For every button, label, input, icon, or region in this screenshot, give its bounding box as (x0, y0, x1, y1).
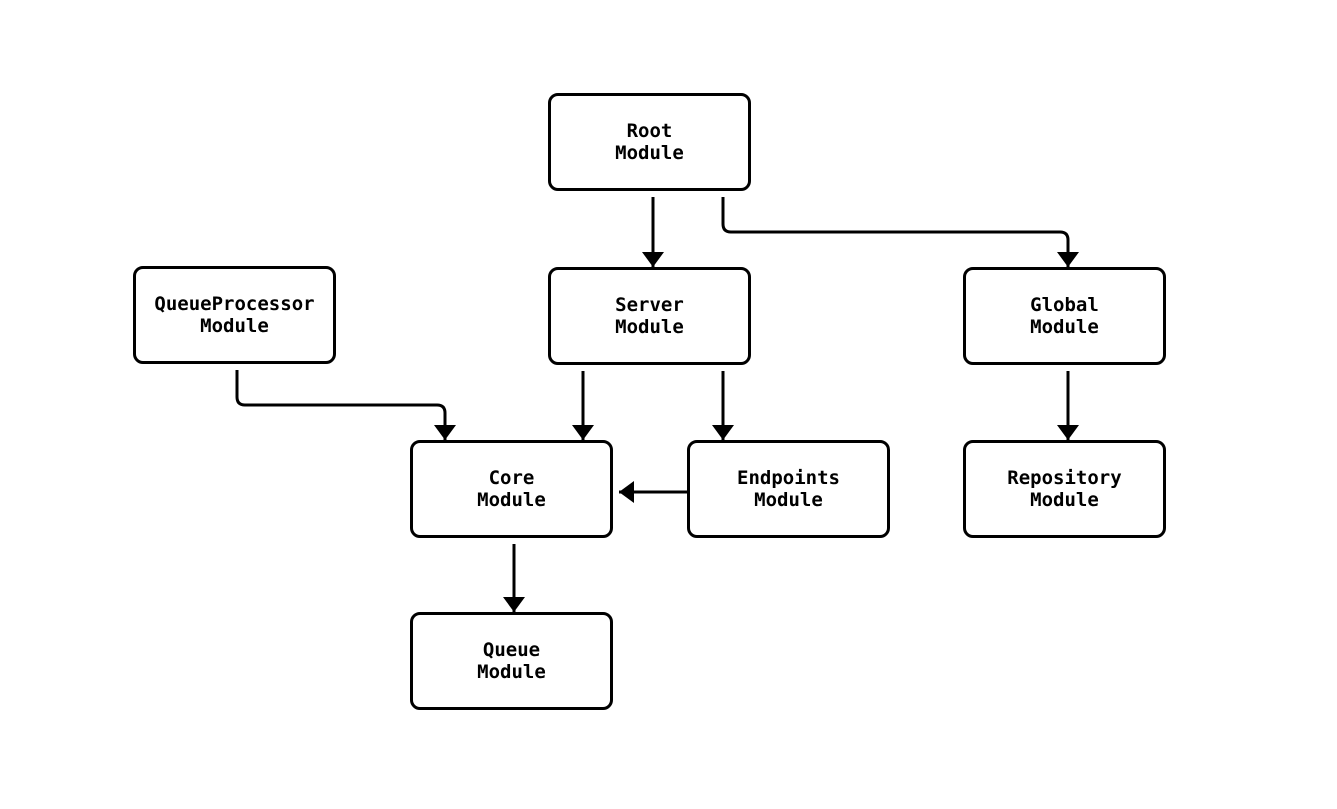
node-global-module-label-line2: Module (1030, 316, 1099, 338)
node-queueprocessor-module-label-line1: QueueProcessor (154, 293, 315, 315)
node-global-module-label-line1: Global (1030, 294, 1099, 316)
node-global-module: Global Module (963, 267, 1166, 365)
edge-root-to-global (721, 197, 1079, 267)
node-queue-module-label-line1: Queue (482, 639, 541, 661)
node-core-module-label-line2: Module (477, 489, 546, 511)
node-server-module: Server Module (548, 267, 751, 365)
node-endpoints-module-label-line2: Module (754, 489, 823, 511)
node-queueprocessor-module: QueueProcessor Module (133, 266, 336, 364)
node-queue-module: Queue Module (410, 612, 613, 710)
node-root-module-label-line2: Module (615, 142, 684, 164)
node-root-module: Root Module (548, 93, 751, 191)
node-root-module-label-line1: Root (626, 120, 673, 142)
node-queueprocessor-module-label-line2: Module (200, 315, 269, 337)
node-endpoints-module: Endpoints Module (687, 440, 890, 538)
node-core-module: Core Module (410, 440, 613, 538)
node-server-module-label-line1: Server (615, 294, 684, 316)
edge-queueprocessor-to-core (235, 370, 456, 440)
node-core-module-label-line1: Core (488, 467, 535, 489)
node-repository-module: Repository Module (963, 440, 1166, 538)
node-repository-module-label-line1: Repository (1007, 467, 1122, 489)
node-endpoints-module-label-line1: Endpoints (737, 467, 840, 489)
node-server-module-label-line2: Module (615, 316, 684, 338)
node-repository-module-label-line2: Module (1030, 489, 1099, 511)
node-queue-module-label-line2: Module (477, 661, 546, 683)
